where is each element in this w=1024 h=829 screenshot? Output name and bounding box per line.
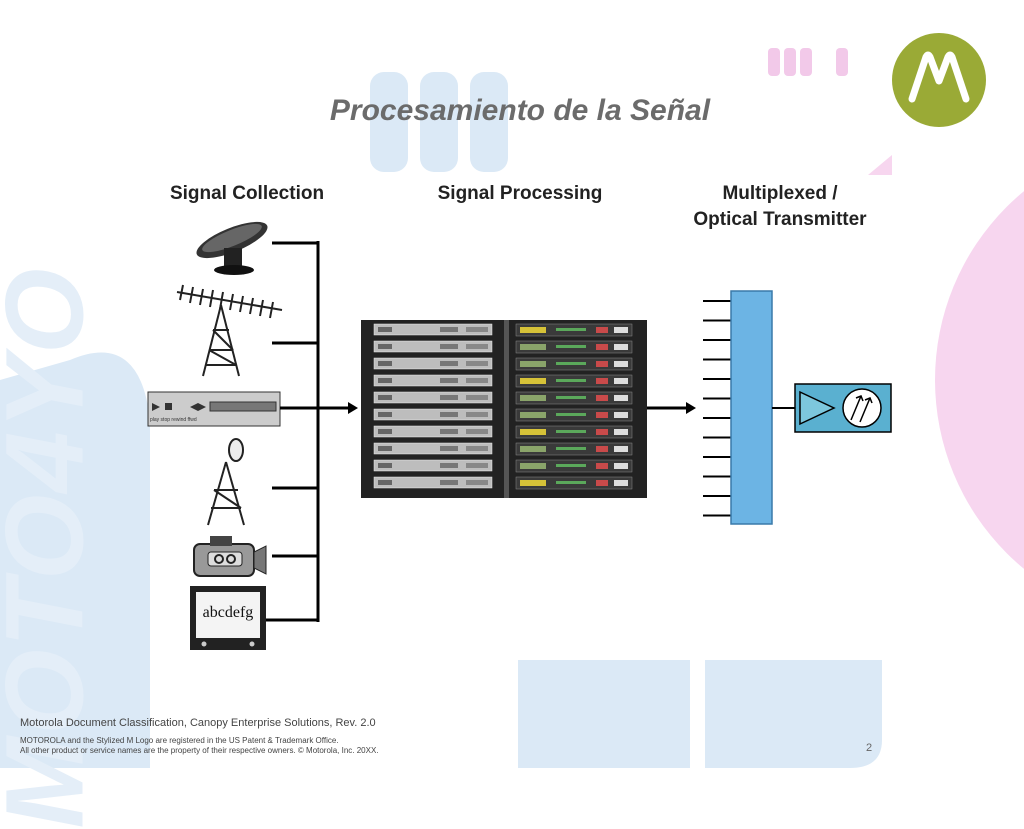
rack-module-right	[515, 323, 633, 337]
motorola-m-icon	[908, 51, 970, 103]
arrow-to-multiplexer	[686, 402, 696, 414]
rack-module-left	[373, 374, 493, 387]
rack-module-right	[515, 459, 633, 473]
antenna-tower-icon	[176, 284, 283, 377]
rack-module-right	[515, 391, 633, 405]
rack-module-right	[515, 408, 633, 422]
rack-module-left	[373, 425, 493, 438]
rack-module-left	[373, 408, 493, 421]
heading-transmitter-line1: Multiplexed /	[722, 183, 838, 204]
television-icon	[190, 586, 266, 650]
footer-trademark-line1: MOTOROLA and the Stylized M Logo are reg…	[20, 736, 339, 745]
optical-transmitter-icon	[794, 383, 892, 433]
rack-module-left	[373, 442, 493, 455]
input-bus-lines	[266, 241, 348, 622]
rack-module-right	[515, 374, 633, 388]
footer-trademark-line2: All other product or service names are t…	[20, 746, 379, 755]
footer-classification: Motorola Document Classification, Canopy…	[20, 717, 376, 729]
rack-module-right	[515, 476, 633, 490]
video-camera-icon	[193, 536, 267, 577]
multiplexer-input-lines	[703, 300, 731, 517]
rack-module-left	[373, 340, 493, 353]
rack-module-right	[515, 442, 633, 456]
satellite-dish-icon	[196, 221, 268, 275]
multiplexer-block	[730, 290, 773, 525]
svg-text:play stop rewind ffwd: play stop rewind ffwd	[150, 417, 197, 423]
rack-module-left	[373, 391, 493, 404]
signal-flow-diagram: play stop rewind ffwd	[147, 221, 892, 650]
arrow-to-processing	[348, 402, 358, 414]
heading-signal-processing: Signal Processing	[437, 183, 603, 204]
rack-modules-right	[515, 323, 633, 490]
rack-module-right	[515, 357, 633, 371]
tv-screen-text: abcdefg	[202, 604, 254, 621]
heading-transmitter-line2: Optical Transmitter	[693, 209, 867, 230]
page-number: 2	[866, 742, 873, 754]
rack-module-right	[515, 340, 633, 354]
microwave-tower-icon	[207, 438, 245, 526]
motorola-logo	[892, 33, 986, 127]
background-decoration	[0, 48, 1024, 768]
rack-modules-left	[373, 323, 493, 489]
rack-module-left	[373, 323, 493, 336]
rack-module-left	[373, 459, 493, 472]
slide-title: Procesamiento de la Señal	[329, 94, 711, 127]
rack-module-left	[373, 476, 493, 489]
rack-module-right	[515, 425, 633, 439]
rack-module-left	[373, 357, 493, 370]
vcr-icon: play stop rewind ffwd	[147, 391, 281, 427]
heading-signal-collection: Signal Collection	[169, 183, 325, 204]
